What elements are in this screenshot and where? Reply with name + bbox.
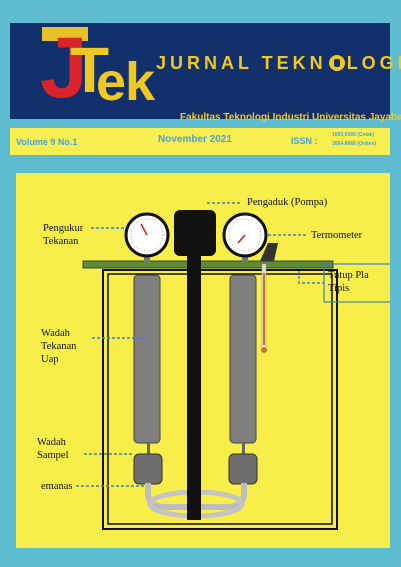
- issn-online: 2654-8666 (Online): [332, 141, 377, 147]
- journal-title: JURNAL TEKN LOGI: [156, 53, 401, 74]
- thermometer-bulb: [261, 347, 267, 353]
- issn-label: ISSN :: [291, 136, 318, 146]
- left-connector: [147, 443, 150, 455]
- label-thermometer: Termometer: [311, 230, 363, 241]
- journal-banner: J T ek JURNAL TEKN LOGI Fakultas Teknolog…: [10, 20, 401, 123]
- logo-letter-j: J: [40, 20, 88, 116]
- university-emblem-icon: [328, 55, 345, 71]
- logo-letter-t: T: [70, 34, 110, 106]
- issn-numbers: 1693-0266 (Cetak) 2654-8666 (Online): [332, 131, 376, 149]
- left-sample-vessel: [133, 453, 163, 485]
- journal-title-part2: LOGI: [346, 53, 401, 73]
- faculty-subtitle: Fakultas Teknologi Industri Universitas …: [180, 112, 401, 123]
- thermometer-mount: [260, 243, 278, 261]
- issue-month: November 2021: [158, 134, 232, 145]
- left-pressure-vessel: [133, 274, 161, 444]
- label-stirrer: Pengaduk (Pompa): [247, 197, 328, 208]
- outer-vessel-frame: [102, 269, 338, 530]
- label-leader-lines: [76, 202, 324, 487]
- label-heater: emanas: [41, 481, 73, 492]
- stirrer-head: [174, 210, 216, 256]
- lid-label-box: [323, 263, 390, 303]
- volume-number: Volume 9 No.1: [16, 137, 78, 147]
- right-connector: [242, 443, 245, 455]
- issn-print: 1693-0266 (Cetak): [332, 132, 375, 138]
- issue-info-bar: Volume 9 No.1 November 2021 ISSN : 1693-…: [10, 128, 390, 155]
- right-pressure-vessel: [229, 274, 257, 444]
- apparatus-drawing: [76, 202, 390, 530]
- right-sample-vessel: [228, 453, 258, 485]
- journal-title-part1: JURNAL TEKN: [156, 53, 327, 73]
- stirrer-shaft: [187, 252, 201, 520]
- logo-bar: [42, 27, 88, 41]
- logo-letters-ek: ek: [96, 52, 155, 112]
- lid-plate: [82, 260, 334, 269]
- inner-vessel-frame: [107, 273, 333, 525]
